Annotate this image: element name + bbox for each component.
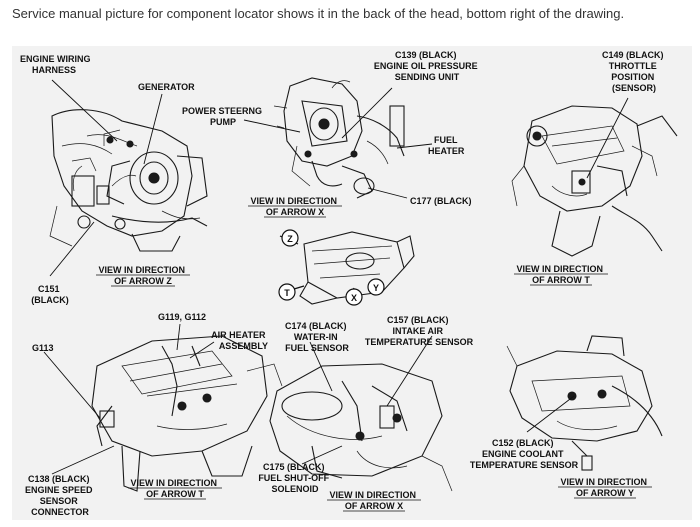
view-caption-arrow-x-top: VIEW IN DIRECTION OF ARROW X	[248, 196, 342, 218]
engine-view-x-bottom-illustration	[269, 363, 453, 492]
svg-text:VIEW IN DIRECTION OF ARR: VIEW IN DIRECTION OF ARROW Y	[560, 477, 649, 498]
engine-view-x-top-illustration	[273, 77, 405, 199]
arrow-t-indicator: T	[278, 283, 305, 301]
leader-lines	[43, 79, 629, 475]
label-c177: C177 (BLACK)	[410, 196, 472, 206]
view-caption-arrow-y: VIEW IN DIRECTION OF ARROW Y	[558, 477, 652, 499]
label-engine-wiring-harness: ENGINE WIRING HARNESS	[20, 54, 93, 75]
view-caption-arrow-z: VIEW IN DIRECTION OF ARROW Z	[96, 265, 190, 287]
svg-text:VIEW IN DIRECTION OF ARR: VIEW IN DIRECTION OF ARROW Z	[98, 265, 187, 286]
svg-text:VIEW IN DIRECTION OF ARR: VIEW IN DIRECTION OF ARROW X	[250, 196, 339, 217]
label-c138-engine-speed: C138 (BLACK) ENGINE SPEED SENSOR CONNECT…	[25, 474, 95, 517]
arrow-y-indicator: Y	[367, 278, 385, 296]
component-locator-sheet: Z T X Y	[12, 46, 692, 520]
label-c149-throttle-position: C149 (BLACK) THROTTLE POSITION (SENSOR)	[602, 50, 666, 93]
label-c157-intake-air-temp: C157 (BLACK) INTAKE AIR TEMPERATURE SENS…	[365, 315, 474, 347]
engine-orientation-illustration	[299, 231, 415, 305]
arrow-z-letter: Z	[287, 234, 293, 244]
arrow-t-letter: T	[284, 288, 290, 298]
label-c152-coolant-temp: C152 (BLACK) ENGINE COOLANT TEMPERATURE …	[470, 438, 579, 470]
view-caption-arrow-x-bottom: VIEW IN DIRECTION OF ARROW X	[327, 490, 421, 512]
arrow-x-letter: X	[351, 293, 357, 303]
label-g113: G113	[32, 343, 54, 353]
svg-text:VIEW IN DIRECTION OF ARR: VIEW IN DIRECTION OF ARROW T	[130, 478, 219, 499]
label-g119-g112: G119, G112	[158, 312, 206, 322]
arrow-y-letter: Y	[373, 283, 379, 293]
svg-text:VIEW IN DIRECTION OF ARR: VIEW IN DIRECTION OF ARROW X	[329, 490, 418, 511]
label-c175-fuel-shutoff: C175 (BLACK) FUEL SHUT-OFF SOLENOID	[258, 462, 331, 494]
engine-view-t-bottom-illustration	[91, 335, 283, 492]
arrow-z-indicator: Z	[279, 229, 299, 247]
label-fuel-heater: FUEL HEATER	[428, 135, 465, 156]
engine-view-t-top-illustration	[511, 105, 678, 257]
view-caption-arrow-t-top: VIEW IN DIRECTION OF ARROW T	[514, 264, 608, 286]
label-c174-water-in-fuel: C174 (BLACK) WATER-IN FUEL SENSOR	[285, 321, 349, 353]
svg-text:VIEW IN DIRECTION OF ARR: VIEW IN DIRECTION OF ARROW T	[516, 264, 605, 285]
label-c151: C151 (BLACK)	[31, 284, 69, 305]
arrow-x-indicator: X	[345, 287, 363, 306]
engine-view-y-illustration	[506, 335, 663, 471]
caption-text: Service manual picture for component loc…	[12, 6, 625, 21]
label-c139-oil-pressure: C139 (BLACK) ENGINE OIL PRESSURE SENDING…	[374, 50, 480, 82]
engine-view-z-illustration	[49, 109, 208, 252]
component-locator-diagram: Z T X Y	[20, 50, 678, 517]
label-air-heater-assembly: AIR HEATER ASSEMBLY	[211, 330, 268, 351]
view-caption-arrow-t-bottom: VIEW IN DIRECTION OF ARROW T	[128, 478, 222, 500]
label-power-steering-pump: POWER STEERNG PUMP	[182, 106, 265, 127]
label-generator: GENERATOR	[138, 82, 195, 92]
